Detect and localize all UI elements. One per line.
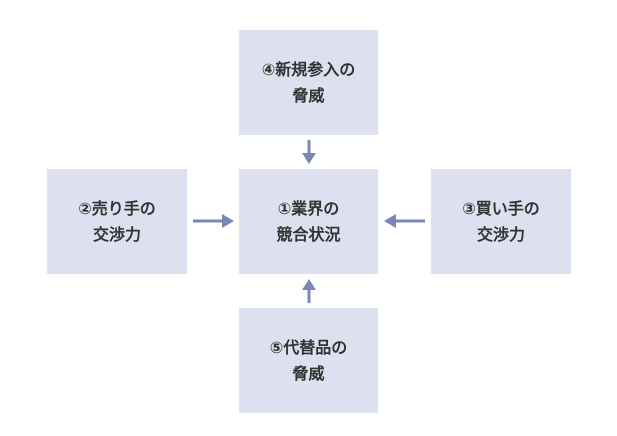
substitutes-threat-label: ⑤代替品の 脅威	[269, 337, 348, 383]
new-entrants-threat-label: ④新規参入の 脅威	[261, 59, 356, 105]
buyer-power-label: ③買い手の 交渉力	[462, 198, 540, 244]
new-entrants-threat-box: ④新規参入の 脅威	[239, 30, 378, 135]
arrow-top-to-center	[302, 140, 316, 164]
arrow-right-to-center	[384, 214, 425, 228]
supplier-power-label: ②売り手の 交渉力	[78, 198, 156, 244]
industry-rivalry-label: ①業界の 競合状況	[276, 198, 341, 244]
arrow-bottom-to-center	[302, 279, 316, 303]
supplier-power-box: ②売り手の 交渉力	[47, 169, 187, 274]
buyer-power-box: ③買い手の 交渉力	[431, 169, 571, 274]
industry-rivalry-box: ①業界の 競合状況	[239, 169, 378, 274]
substitutes-threat-box: ⑤代替品の 脅威	[239, 308, 378, 413]
arrow-left-to-center	[193, 214, 234, 228]
